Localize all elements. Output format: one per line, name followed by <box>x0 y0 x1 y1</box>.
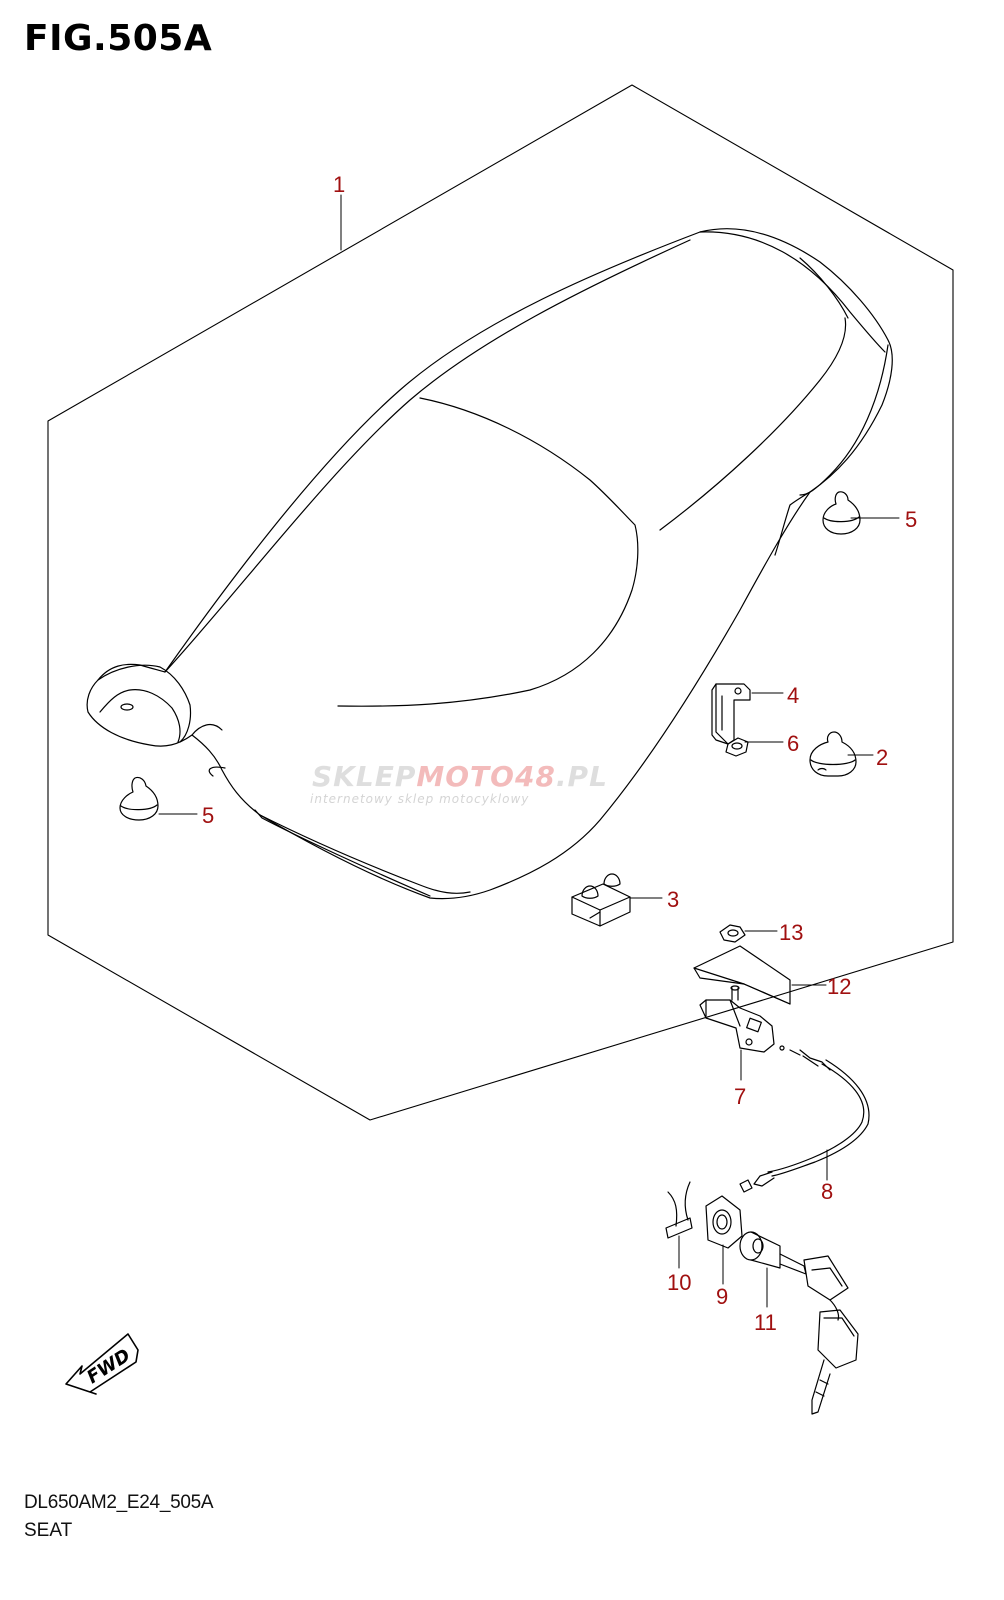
section-name: SEAT <box>24 1520 73 1541</box>
cushion-rubber <box>809 731 857 777</box>
seat-bracket <box>711 683 751 745</box>
callout-12[interactable]: 12 <box>827 974 852 999</box>
callout-8[interactable]: 8 <box>821 1179 834 1204</box>
callout-13[interactable]: 13 <box>779 920 804 945</box>
damper-rubber-right <box>822 491 861 535</box>
seat-part <box>86 228 893 900</box>
watermark-part-b: MOTO <box>416 760 515 793</box>
nut-small <box>725 737 749 757</box>
seat-lock-cable <box>739 1049 870 1193</box>
callout-9[interactable]: 9 <box>716 1284 729 1309</box>
watermark-part-c: 48 <box>514 760 556 793</box>
leader-lines <box>158 194 900 1308</box>
seat-cushion-block <box>571 873 631 927</box>
model-code: DL650AM2_E24_505A <box>24 1492 214 1513</box>
callout-3[interactable]: 3 <box>667 887 680 912</box>
watermark-tagline: internetowy sklep motocyklowy <box>310 792 530 806</box>
callout-2[interactable]: 2 <box>876 745 889 770</box>
lock-bracket <box>693 945 791 1005</box>
callout-7[interactable]: 7 <box>734 1084 747 1109</box>
damper-rubber-left <box>119 776 159 821</box>
lock-nut <box>719 924 746 943</box>
callout-10[interactable]: 10 <box>667 1270 692 1295</box>
retaining-clip <box>665 1181 693 1239</box>
watermark-part-d: .PL <box>555 760 608 793</box>
callout-5-right[interactable]: 5 <box>905 507 918 532</box>
callout-11[interactable]: 11 <box>754 1310 777 1335</box>
fwd-direction-arrow: FWD <box>65 1333 139 1395</box>
callout-4[interactable]: 4 <box>787 683 800 708</box>
watermark-brand: SKLEPMOTO48.PL <box>312 760 608 793</box>
assembly-outline <box>47 84 954 1121</box>
figure-title: FIG.505A <box>24 18 213 59</box>
callout-5-left[interactable]: 5 <box>202 803 215 828</box>
seat-lock-cylinder-key <box>739 1231 859 1415</box>
lock-plate <box>705 1195 743 1249</box>
callout-1[interactable]: 1 <box>333 172 346 197</box>
seat-lock-assembly <box>699 985 785 1053</box>
watermark-part-a: SKLEP <box>312 760 417 793</box>
callout-6[interactable]: 6 <box>787 731 800 756</box>
